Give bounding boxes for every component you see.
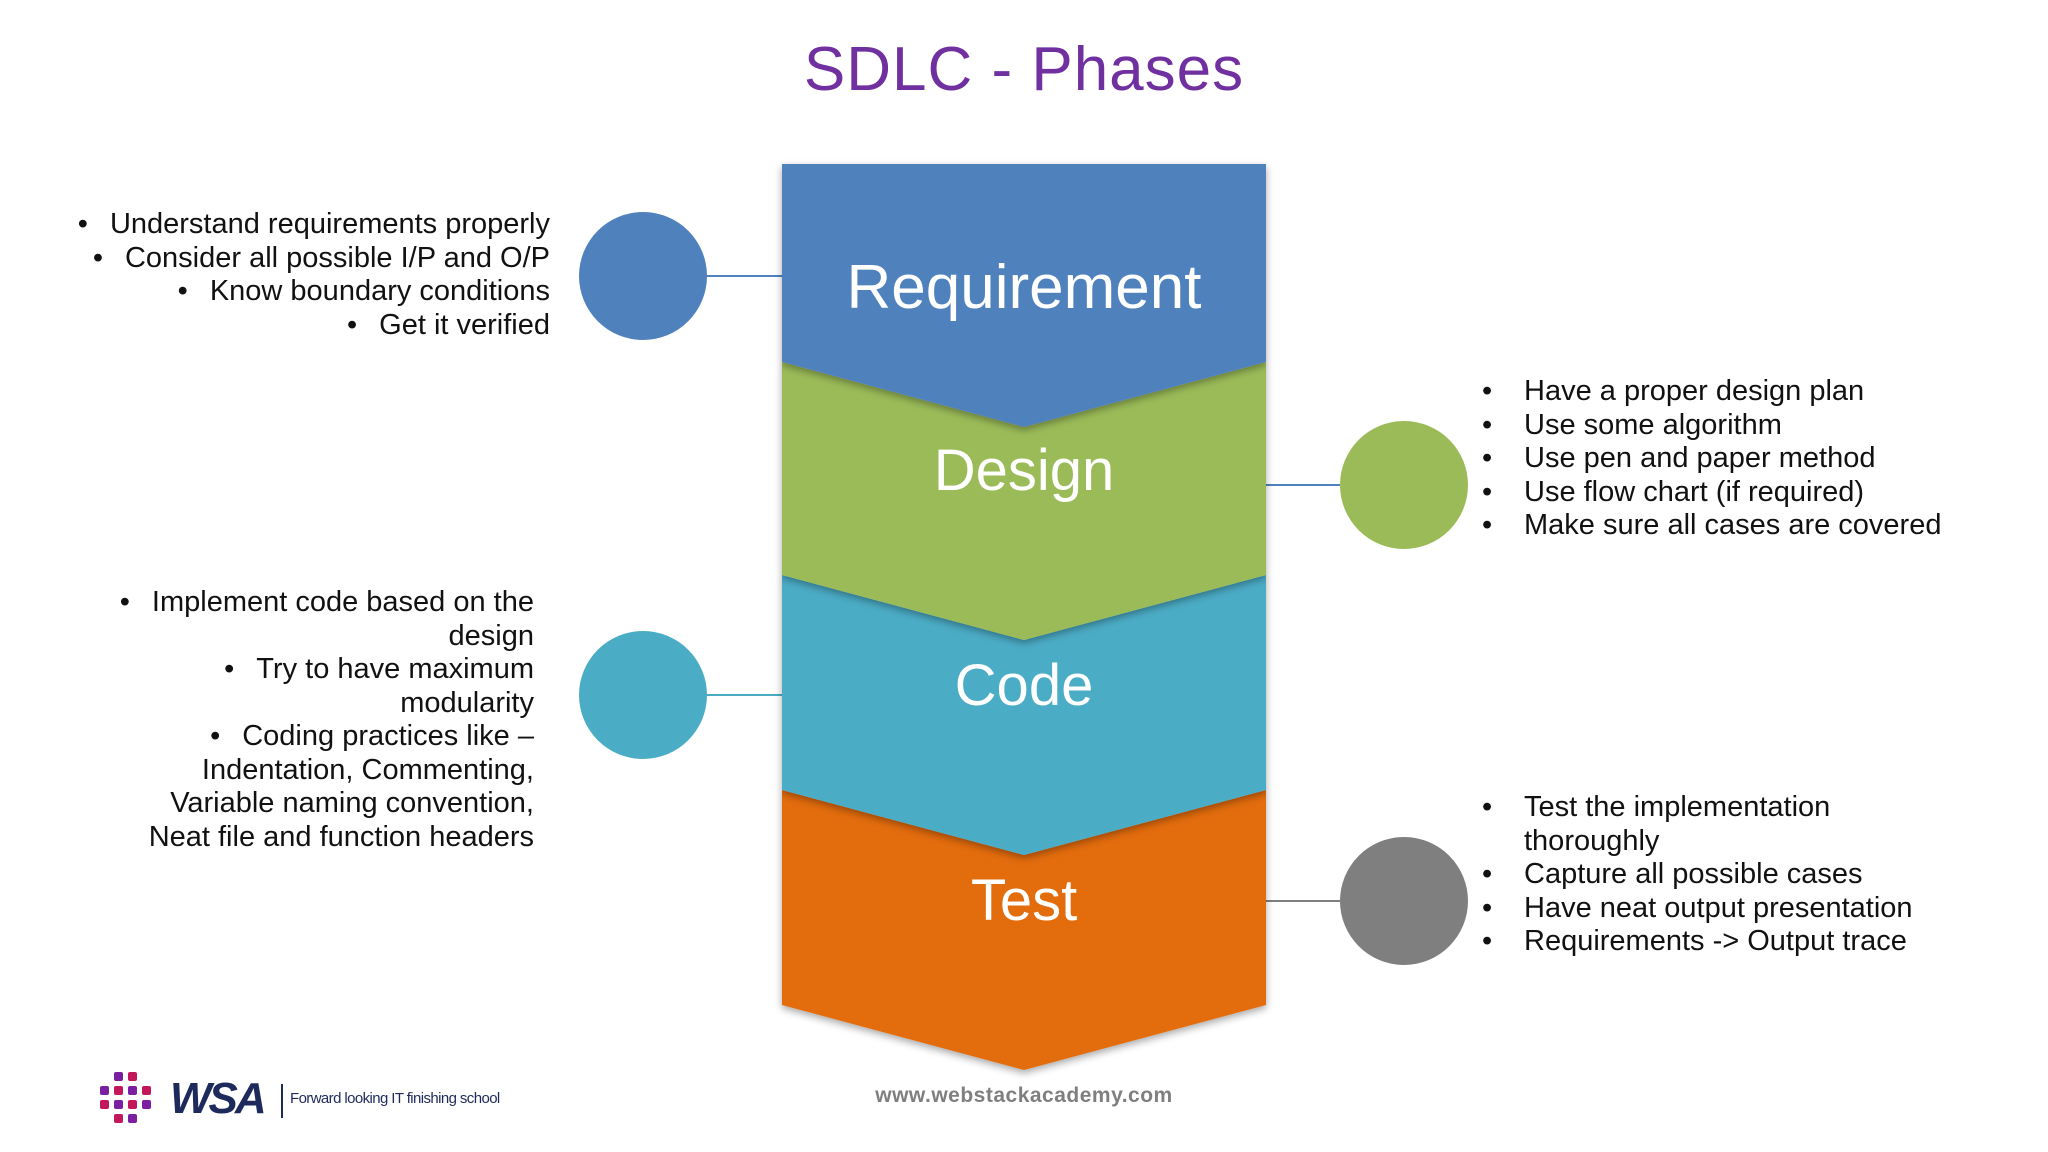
logo-wordmark: WSA bbox=[170, 1074, 267, 1123]
list-item: •Know boundary conditions bbox=[177, 275, 550, 307]
list-item: Capture all possible cases bbox=[1482, 858, 1913, 892]
list-item-continuation: modularity bbox=[400, 686, 534, 719]
list-item: Use pen and paper method bbox=[1482, 442, 1941, 476]
code-notes: •Implement code based on the design •Try… bbox=[120, 586, 534, 854]
logo-tagline: Forward looking IT finishing school bbox=[290, 1090, 500, 1107]
list-item-continuation: Indentation, Commenting, bbox=[201, 753, 534, 786]
logo-dot bbox=[142, 1086, 151, 1095]
code-chevron bbox=[782, 575, 1266, 855]
test-chevron bbox=[782, 790, 1266, 1070]
slide-title: SDLC - Phases bbox=[803, 35, 1245, 104]
list-item-continuation: Neat file and function headers bbox=[148, 820, 534, 853]
footer-website-url: www.webstackacademy.com bbox=[875, 1084, 1173, 1107]
requirement-circle bbox=[579, 212, 707, 340]
logo-dot bbox=[128, 1072, 137, 1081]
list-item: Make sure all cases are covered bbox=[1482, 509, 1941, 543]
list-item: •Coding practices like – bbox=[210, 720, 534, 752]
requirement-notes: •Understand requirements properly •Consi… bbox=[78, 208, 550, 342]
list-item: •Try to have maximum bbox=[224, 653, 534, 685]
logo-dot bbox=[128, 1086, 137, 1095]
design-circle bbox=[1340, 421, 1468, 549]
logo-dot bbox=[114, 1100, 123, 1109]
list-item: Use flow chart (if required) bbox=[1482, 476, 1941, 510]
requirement-chevron bbox=[782, 164, 1266, 427]
logo-dot bbox=[100, 1086, 109, 1095]
logo-dot bbox=[114, 1072, 123, 1081]
list-item-continuation: Variable naming convention, bbox=[170, 787, 534, 819]
list-item: •Consider all possible I/P and O/P bbox=[92, 241, 550, 274]
logo-dot bbox=[128, 1100, 137, 1109]
logo-dot bbox=[114, 1086, 123, 1095]
logo-divider bbox=[281, 1084, 283, 1118]
design-chevron bbox=[782, 362, 1266, 640]
design-label: Design bbox=[934, 438, 1115, 503]
logo-dot bbox=[128, 1114, 137, 1123]
logo-dot bbox=[114, 1114, 123, 1123]
test-notes: Test the implementation thoroughly Captu… bbox=[1482, 791, 1913, 959]
logo-dot bbox=[100, 1100, 109, 1109]
code-circle bbox=[579, 631, 707, 759]
list-item-continuation: design bbox=[448, 619, 534, 652]
test-circle bbox=[1340, 837, 1468, 965]
list-item: Have a proper design plan bbox=[1482, 375, 1941, 409]
list-item: Have neat output presentation bbox=[1482, 892, 1913, 926]
logo-dot bbox=[142, 1100, 151, 1109]
code-label: Code bbox=[955, 653, 1094, 718]
list-item: •Implement code based on the bbox=[119, 586, 534, 618]
list-item: Requirements -> Output trace bbox=[1482, 925, 1913, 959]
logo-dots-icon bbox=[100, 1068, 160, 1128]
list-item: •Understand requirements properly bbox=[77, 208, 550, 240]
design-notes: Have a proper design plan Use some algor… bbox=[1482, 375, 1941, 543]
test-label: Test bbox=[971, 868, 1077, 933]
list-item-continuation: thoroughly bbox=[1524, 824, 1660, 857]
list-item: Test the implementation bbox=[1482, 791, 1913, 825]
list-item: Use some algorithm bbox=[1482, 409, 1941, 443]
requirement-label: Requirement bbox=[847, 253, 1202, 322]
list-item: •Get it verified bbox=[347, 308, 550, 341]
